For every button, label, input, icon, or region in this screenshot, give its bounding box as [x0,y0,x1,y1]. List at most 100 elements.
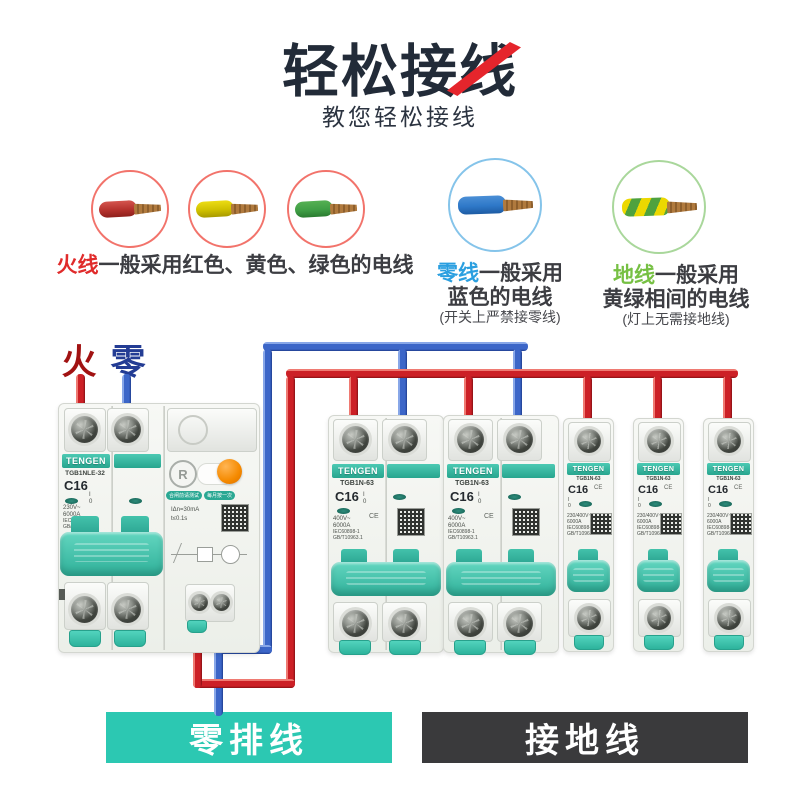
rating-label: C16 [708,484,729,496]
terminal-screw [457,426,484,453]
toggle-stem [341,549,367,565]
rating-label: C16 [64,478,88,493]
brand-logo: TENGEN [453,466,493,476]
bottom-terminal [64,582,106,630]
indicator-window [508,494,521,500]
breaking-capacity-label: 6000A [707,519,722,525]
copper-conductor [231,202,259,214]
terminal-screw [191,594,208,611]
toggle-stem [648,549,668,563]
rcd-bottom-terminal [185,584,235,622]
switch-on-mark: I [363,492,365,498]
top-terminal [568,422,611,462]
bottom-terminal [448,602,493,642]
toggle-stem [121,516,149,536]
voltage-label: 400V~ [448,516,466,522]
terminal-clamp [69,630,101,647]
breaking-capacity-label: 6000A [637,519,652,525]
switch-off-mark: 0 [568,503,571,509]
brand-band: TENGEN [637,463,680,475]
switch-on-mark: I [89,492,91,498]
live-drop-wire-3 [583,376,592,434]
brand-band: TENGEN [447,464,499,478]
ce-mark: CE [484,513,494,520]
top-terminal [64,408,106,452]
top-terminal [708,422,751,462]
neutral-drop-wire-1 [398,349,407,431]
model-label: TGB1N-63 [340,480,374,487]
ce-mark: CE [664,485,673,491]
terminal-screw [457,610,484,637]
standard-label-2: GB/T10963.1 [333,535,363,541]
rating-label: C16 [335,489,359,504]
model-label: TGB1NLE-32 [65,470,105,477]
switch-off-mark: 0 [89,499,93,505]
voltage-label: 230/400V~ [567,513,592,519]
indicator-window [649,501,662,507]
terminal-screw [577,429,601,453]
top-terminal [448,419,493,461]
ground-desc: 一般采用 [655,264,739,287]
toggle-stem [393,549,419,565]
qr-code [512,508,540,536]
wire-sample-red [91,170,169,248]
bottom-terminal [497,602,542,642]
terminal-screw [391,426,418,453]
live-drop-wire-2 [464,376,473,432]
switch-on-mark: I [708,497,710,503]
rcd-tip-2: 每月按一次 [204,491,236,500]
indicator-window [129,498,142,504]
terminal-screw [506,426,533,453]
neutral-drop-wire-2 [513,349,522,431]
model-label: TGB1N-63 [576,476,601,482]
brand-band: TENGEN [707,463,750,475]
brand-band [114,454,161,468]
neutral-term: 零线 [437,262,479,285]
terminal-screw [114,596,141,623]
top-terminal [382,419,427,461]
terminal-screw [717,606,741,630]
terminal-screw [114,416,141,443]
ground-caption-line1: 地线一般采用 [586,259,766,289]
blank-terminal-mark [178,415,208,445]
page-subtitle: 教您轻松接线 [322,104,478,130]
toggle-handle [707,560,750,592]
voltage-label: 230/400V~ [707,513,732,519]
rating-label: C16 [450,489,474,504]
toggle-stem [508,549,534,565]
single-pole-breaker-1: TENGEN TGB1N-63 C16 CE I 0 230/400V~ 600… [563,418,614,652]
terminal-screw [213,594,230,611]
module-divider [111,406,113,650]
bottom-terminal [638,599,681,637]
top-terminal [107,408,149,452]
neutral-feed-wire [122,374,131,424]
terminal-clamp [114,630,146,647]
standard-label-2: GB/T10963.1 [637,531,667,537]
module-divider [500,418,502,650]
neutral-busbar-label: 零排线 [106,712,392,763]
brand-logo: TENGEN [338,466,378,476]
model-label: TGB1N-63 [646,476,671,482]
top-terminal [333,419,378,461]
module-divider [163,406,165,650]
single-pole-breaker-2: TENGEN TGB1N-63 C16 CE I 0 230/400V~ 600… [633,418,684,652]
terminal-clamp [389,640,421,655]
toggle-handle [446,562,556,596]
neutral-riser-wire [263,349,272,654]
indicator-window [452,508,465,514]
terminal-screw [342,426,369,453]
indicator-window [337,508,350,514]
brand-band [502,464,555,478]
rcd-logo-letter: R [178,466,188,482]
live-drop-wire-5 [723,376,732,434]
terminal-clamp [187,620,207,633]
indicator-window [65,498,78,504]
standard-label-2: GB/T10963.1 [707,531,737,537]
model-label: TGB1N-63 [455,480,489,487]
qr-code [221,504,249,532]
rcbo-breaker: TENGEN TGB1NLE-32 C16 I 0 230V~ 6000A IE… [58,403,260,653]
live-riser-wire [286,376,295,688]
ce-mark: CE [369,513,379,520]
terminal-screw [391,610,418,637]
copper-conductor [667,200,697,213]
